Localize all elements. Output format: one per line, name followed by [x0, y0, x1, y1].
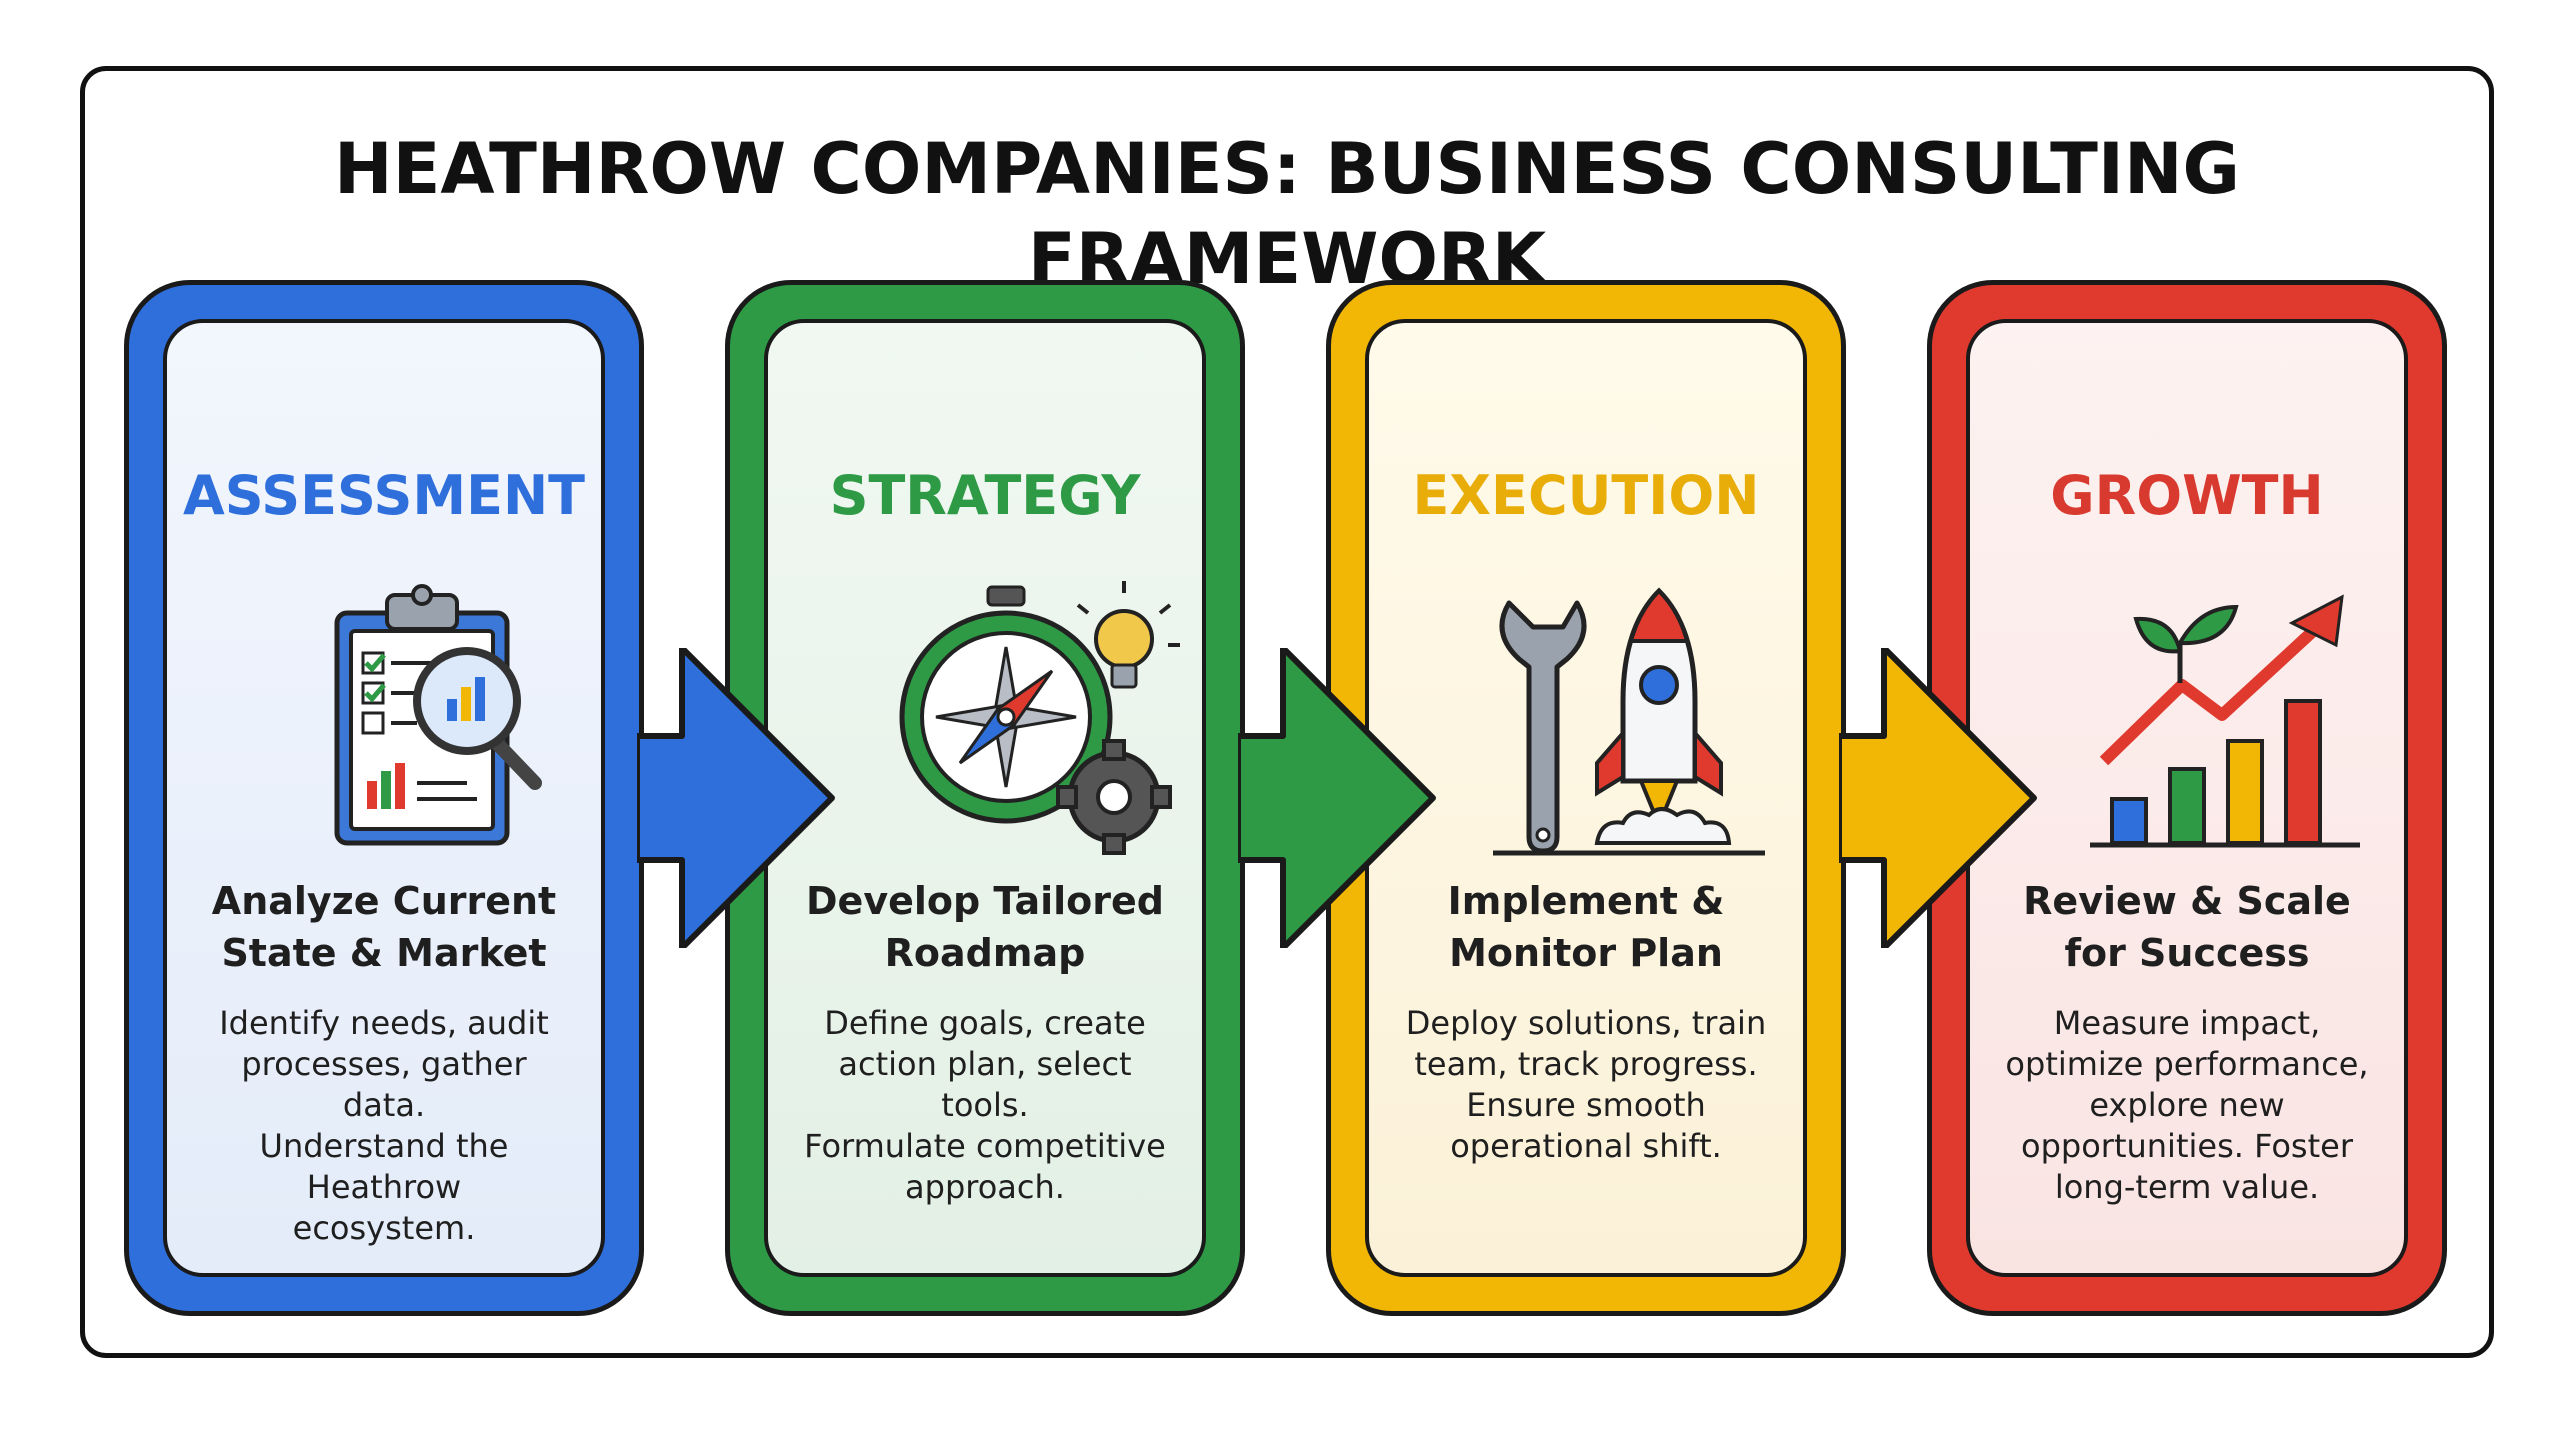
clipboard-magnifier-icon — [334, 584, 542, 846]
stage-card-inner: ASSESSMENT Analyze Curren — [163, 319, 605, 1277]
arrow-right-icon — [1839, 648, 2037, 948]
stage-subtitle: Implement & Monitor Plan — [1447, 879, 1725, 975]
stage-card-inner: STRATEGY Develop — [764, 319, 1206, 1277]
stage-description: Identify needs, audit processes, gather … — [219, 1004, 549, 1247]
stage-description: Deploy solutions, train team, track prog… — [1405, 1004, 1767, 1165]
wrench-rocket-icon — [1493, 587, 1765, 856]
stage-heading: EXECUTION — [1412, 464, 1760, 527]
arrow-right-icon — [1238, 648, 1436, 948]
stage-heading: STRATEGY — [829, 464, 1141, 527]
page-title: HEATHROW COMPANIES: BUSINESS CONSULTING … — [334, 128, 2240, 300]
stage-heading: GROWTH — [2050, 464, 2324, 527]
stage-subtitle: Analyze Current State & Market — [211, 879, 557, 975]
stage-subtitle: Develop Tailored Roadmap — [806, 879, 1164, 975]
stage-card-inner: EXECUTION Implement & Monitor Plan Deplo… — [1365, 319, 1807, 1277]
stage-description: Measure impact, optimize performance, ex… — [2005, 1004, 2369, 1206]
stage-card-assessment: ASSESSMENT Analyze Curren — [124, 280, 644, 1316]
arrow-right-icon — [637, 648, 835, 948]
stage-description: Define goals, create action plan, select… — [804, 1004, 1166, 1206]
compass-lightbulb-gear-icon — [899, 581, 1180, 855]
growth-chart-sprout-icon — [2090, 594, 2360, 848]
stage-card-growth: GROWTH Review & Scale for Success Measur… — [1927, 280, 2447, 1316]
stage-heading: ASSESSMENT — [182, 464, 586, 527]
stage-subtitle: Review & Scale for Success — [2023, 879, 2351, 975]
